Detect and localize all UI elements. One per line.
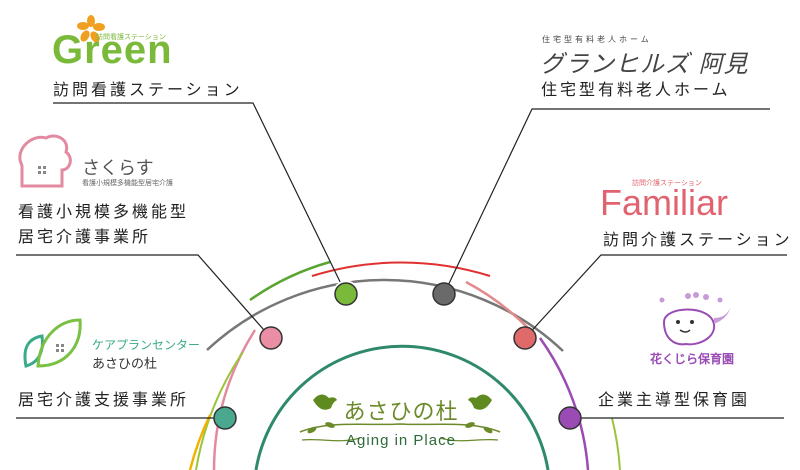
node-dot-familiar[interactable] <box>513 326 537 350</box>
outer-arc-yellow <box>188 414 212 470</box>
kujira-logo-text: 花くじら保育園 <box>650 352 735 366</box>
outer-arc-lime <box>195 351 244 470</box>
connector-grand-hills <box>443 108 770 295</box>
ring-segment-purple <box>538 337 590 470</box>
center-title: あさひの杜 <box>343 400 459 425</box>
whale-icon <box>659 292 730 346</box>
green-logo: 訪問看護ステーション Green <box>52 14 192 74</box>
node-dot-sakurasu[interactable] <box>259 326 283 350</box>
green-logo-small: 訪問看護ステーション <box>96 33 166 41</box>
node-dot-careplan[interactable] <box>213 406 237 430</box>
top-red-arc <box>311 261 491 277</box>
familiar-logo: 訪問介護ステーション Familiar <box>600 178 770 223</box>
green-logo-text: Green <box>52 28 173 72</box>
sakurasu-logo: さくらす 看護小規模多機能型居宅介護 <box>16 132 196 192</box>
label-careplan: 居宅介護支援事業所 <box>18 390 190 409</box>
grand-hills-logo-text: グランヒルズ 阿見 <box>540 50 749 78</box>
node-dot-grand-hills[interactable] <box>432 282 456 306</box>
label-sakurasu-line2: 居宅介護事業所 <box>18 226 152 246</box>
flower-icon <box>77 15 105 43</box>
connector-familiar <box>524 254 787 339</box>
connector-green <box>53 102 347 295</box>
familiar-logo-small: 訪問介護ステーション <box>632 179 702 187</box>
bird-right-icon <box>468 394 492 410</box>
center-subtitle: Aging in Place <box>346 432 456 449</box>
node-dot-kujira[interactable] <box>558 406 582 430</box>
ring-segment-rose <box>212 329 257 470</box>
label-familiar: 訪問介護ステーション <box>603 230 793 249</box>
label-kujira: 企業主導型保育園 <box>598 390 751 409</box>
house-flower-icon <box>18 134 72 188</box>
leaf-icon <box>23 318 82 368</box>
center-ring <box>254 344 550 470</box>
label-green: 訪問看護ステーション <box>53 80 243 99</box>
label-grand-hills: 住宅型有料老人ホーム <box>541 80 731 99</box>
label-sakurasu-line1: 看護小規模多機能型 <box>18 202 190 221</box>
label-sakurasu: 看護小規模多機能型 居宅介護事業所 <box>18 200 189 250</box>
ring-segment-green <box>249 260 331 302</box>
vine-decoration-icon <box>299 422 501 442</box>
node-dot-green[interactable] <box>334 282 358 306</box>
connector-sakurasu <box>16 254 272 339</box>
grand-hills-logo-small: 住宅型有料老人ホーム <box>542 35 652 44</box>
careplan-logo: ケアプランセンター あさひの杜 <box>20 316 230 374</box>
bird-left-icon <box>313 394 337 410</box>
careplan-logo-text: ケアプランセンター <box>92 338 201 352</box>
careplan-logo-sub: あさひの杜 <box>92 357 158 372</box>
sakurasu-logo-small: 看護小規模多機能型居宅介護 <box>82 179 173 187</box>
grand-hills-logo: 住宅型有料老人ホーム グランヒルズ 阿見 <box>540 34 770 78</box>
familiar-logo-text: Familiar <box>600 182 729 223</box>
outer-arc-lime-right <box>611 417 621 470</box>
sakurasu-logo-text: さくらす <box>82 158 154 179</box>
kujira-logo: 花くじら保育園 <box>640 290 740 370</box>
